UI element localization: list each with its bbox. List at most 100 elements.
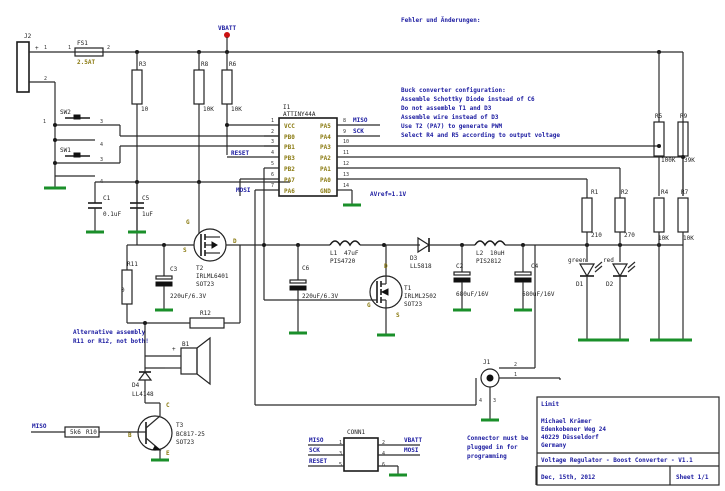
- svg-text:11: 11: [343, 150, 349, 156]
- svg-text:L2: L2: [476, 250, 484, 257]
- vbatt-dot: [224, 32, 230, 38]
- conn1-header: CONN1 MISO SCK RESET VBATT MOSI 1 3 5 2 …: [308, 429, 422, 475]
- j2-connector: J2 + 1 2: [16, 33, 75, 93]
- svg-text:G: G: [367, 302, 371, 309]
- svg-text:2: 2: [271, 129, 274, 135]
- svg-text:10K: 10K: [658, 235, 669, 242]
- svg-text:0.1uF: 0.1uF: [103, 211, 121, 218]
- svg-text:PA5: PA5: [320, 123, 331, 130]
- svg-text:3: 3: [493, 398, 496, 404]
- svg-text:2.5AT: 2.5AT: [77, 59, 95, 66]
- fs1-fuse: FS1 2.5AT 1 2: [68, 40, 110, 66]
- svg-text:1: 1: [514, 372, 517, 378]
- svg-text:T3: T3: [176, 422, 184, 429]
- svg-text:6: 6: [382, 462, 385, 468]
- svg-text:Use T2 (PA7) to generate PWM: Use T2 (PA7) to generate PWM: [401, 123, 503, 130]
- svg-text:3: 3: [339, 451, 342, 457]
- t2-mosfet: G S D T2 IRLML6401 SOT23: [183, 219, 237, 288]
- svg-text:L1: L1: [330, 250, 338, 257]
- svg-text:PB3: PB3: [284, 155, 295, 162]
- title-block: Limit Michael Krämer Edenkobener Weg 24 …: [535, 396, 720, 486]
- svg-text:MOSI: MOSI: [404, 447, 419, 454]
- alt-assembly-note: Alternative assembly R11 or R12, not bot…: [73, 329, 149, 345]
- svg-text:Buck converter configuration:: Buck converter configuration:: [401, 87, 506, 94]
- svg-text:4: 4: [382, 451, 385, 457]
- svg-text:I1: I1: [283, 104, 291, 111]
- svg-text:PA3: PA3: [320, 144, 331, 151]
- r2-resistor: R2 270: [614, 168, 635, 262]
- svg-text:4: 4: [271, 150, 274, 156]
- svg-text:ATTINY44A: ATTINY44A: [283, 111, 316, 118]
- svg-text:220uF/6.3V: 220uF/6.3V: [170, 293, 207, 300]
- svg-text:D1: D1: [576, 281, 584, 288]
- svg-text:R5: R5: [655, 113, 663, 120]
- svg-text:plugged in for: plugged in for: [467, 444, 518, 451]
- r4-resistor: R4 10K: [653, 189, 669, 340]
- svg-text:B1: B1: [182, 341, 190, 348]
- svg-text:R11 or R12, not both!: R11 or R12, not both!: [73, 338, 149, 345]
- svg-text:C: C: [166, 402, 170, 409]
- svg-text:MISO: MISO: [32, 423, 47, 430]
- svg-text:Germany: Germany: [541, 442, 567, 449]
- svg-text:C5: C5: [142, 195, 150, 202]
- r11-resistor: R11 0: [121, 244, 138, 323]
- c2-capacitor: C2 680uF/16V: [453, 245, 489, 310]
- svg-text:D: D: [233, 238, 237, 245]
- svg-text:R4: R4: [661, 189, 669, 196]
- vbatt-label: VBATT: [218, 25, 236, 52]
- svg-text:40229 Düsseldorf: 40229 Düsseldorf: [541, 434, 599, 441]
- svg-text:R6: R6: [229, 61, 237, 68]
- svg-text:9: 9: [343, 129, 346, 135]
- svg-text:S: S: [183, 247, 187, 254]
- d3-diode: D3 LL5818: [410, 236, 475, 270]
- svg-text:IRLML2502: IRLML2502: [404, 293, 437, 300]
- svg-text:R8: R8: [201, 61, 209, 68]
- svg-text:Edenkobener Weg 24: Edenkobener Weg 24: [541, 426, 606, 433]
- svg-text:R9: R9: [680, 113, 688, 120]
- r5-resistor: R5 100K: [653, 52, 676, 196]
- svg-text:2: 2: [107, 45, 110, 51]
- svg-text:680uF/16V: 680uF/16V: [456, 291, 489, 298]
- svg-text:8: 8: [343, 118, 346, 124]
- t3-transistor: C B E T3 BC817-25 SOT23: [128, 402, 205, 460]
- svg-text:680uF/16V: 680uF/16V: [522, 291, 555, 298]
- svg-text:10K: 10K: [203, 106, 214, 113]
- svg-text:220uF/6.3V: 220uF/6.3V: [302, 293, 339, 300]
- svg-text:5: 5: [339, 462, 342, 468]
- r7-resistor: R7 10K: [677, 189, 694, 340]
- svg-text:PA1: PA1: [320, 166, 331, 173]
- avref-label: AVref=1.1V: [370, 191, 407, 198]
- svg-text:1: 1: [43, 119, 46, 125]
- svg-text:2: 2: [382, 440, 385, 446]
- svg-text:SW2: SW2: [60, 109, 71, 116]
- svg-text:G: G: [186, 219, 190, 226]
- svg-text:SOT23: SOT23: [196, 281, 214, 288]
- r8-resistor: R8 10K: [193, 52, 214, 182]
- license-text: Limit: [541, 401, 559, 408]
- mosi-label: MOSI: [236, 187, 251, 194]
- svg-text:B: B: [128, 432, 132, 439]
- sw2-switch: SW2 3 4 1: [43, 109, 120, 148]
- r6-resistor: R6 10K: [221, 52, 242, 155]
- svg-text:3: 3: [100, 119, 103, 125]
- svg-text:Connector must be: Connector must be: [467, 435, 529, 442]
- svg-text:VBATT: VBATT: [404, 437, 422, 444]
- svg-text:14: 14: [343, 183, 349, 189]
- svg-text:VBATT: VBATT: [218, 25, 236, 32]
- j1-jack: J1 2 1 4 3: [475, 359, 560, 420]
- svg-text:VCC: VCC: [284, 123, 295, 130]
- svg-text:D4: D4: [132, 382, 140, 389]
- svg-text:R7: R7: [681, 189, 689, 196]
- connector-note: Connector must be plugged in for program…: [467, 435, 529, 460]
- changes-note: Fehler und Änderungen:: [401, 17, 480, 24]
- svg-text:SOT23: SOT23: [404, 301, 422, 308]
- svg-text:+: +: [172, 346, 176, 353]
- svg-text:PB2: PB2: [284, 166, 295, 173]
- r9-resistor: R9 39K: [677, 113, 695, 196]
- svg-text:LL4148: LL4148: [132, 391, 154, 398]
- svg-text:12: 12: [343, 161, 349, 167]
- svg-text:PA2: PA2: [320, 155, 331, 162]
- svg-text:PA7: PA7: [284, 177, 295, 184]
- svg-text:10K: 10K: [231, 106, 242, 113]
- sck-label: SCK: [353, 128, 364, 135]
